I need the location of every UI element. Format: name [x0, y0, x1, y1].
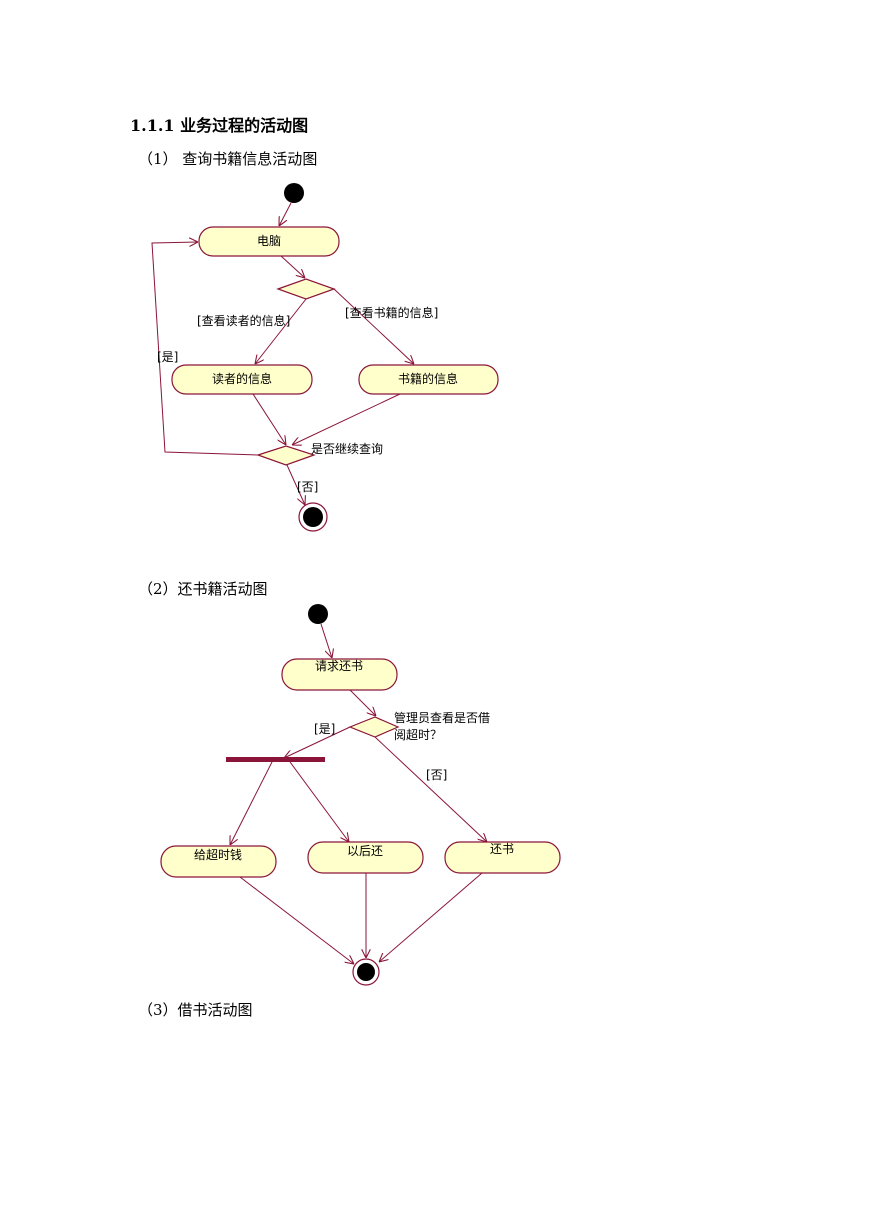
- flow-book-to-continue: [292, 393, 401, 445]
- decision-overdue-label-2: 阅超时？: [394, 727, 442, 742]
- flow-computer-to-decision: [280, 255, 305, 278]
- activity-return-book: [444, 841, 561, 874]
- guard-no: [否]: [426, 768, 447, 782]
- activity-computer: [198, 226, 340, 257]
- decision-overdue-label-1: 管理员查看是否借: [394, 710, 490, 725]
- activity-label: 书籍的信息: [398, 371, 458, 386]
- flow-no-to-end: [286, 464, 305, 505]
- guard-view-book: [查看书籍的信息]: [345, 305, 438, 320]
- activity-request-return: [281, 658, 398, 691]
- activity-book-info: [358, 364, 499, 395]
- guard-yes: [是]: [314, 722, 335, 736]
- flow-return-to-end: [379, 872, 483, 962]
- caption-query-books: （1） 查询书籍信息活动图: [138, 150, 318, 168]
- initial-node: [284, 183, 304, 203]
- decision-continue: [256, 445, 316, 466]
- flow-yes-to-fork: [284, 726, 351, 758]
- final-node-core: [357, 963, 375, 981]
- decision-node: [276, 278, 336, 300]
- guard-no: [否]: [297, 480, 318, 494]
- diagram-query-books: 电脑 [查看读者的信息] [查看书籍的信息] 读者的信息 书籍的信息 是否继续查…: [151, 183, 499, 532]
- activity-label: 请求还书: [315, 659, 363, 673]
- flow-start-to-computer: [279, 202, 292, 226]
- caption-return-books: （2）还书籍活动图: [138, 580, 268, 598]
- activity-pay-overdue: [160, 845, 277, 878]
- fork-bar: [226, 757, 325, 762]
- initial-node: [308, 604, 328, 624]
- final-node-core: [303, 507, 323, 527]
- activity-label: 以后还: [347, 844, 383, 858]
- flow-no-to-return: [374, 736, 487, 842]
- diagram-return-books: 请求还书 管理员查看是否借 阅超时？ [是] [否] 给超时钱 以后还 还书: [160, 604, 561, 986]
- flow-pay-to-end: [239, 876, 354, 964]
- activity-label: 给超时钱: [194, 847, 242, 862]
- activity-reader-info: [171, 364, 313, 395]
- flow-start-to-request: [320, 623, 332, 658]
- flow-fork-to-pay: [230, 761, 273, 845]
- flow-request-to-decision: [349, 689, 376, 716]
- activity-label: 电脑: [257, 234, 281, 248]
- guard-view-reader: [查看读者的信息]: [197, 313, 290, 328]
- decision-overdue: [348, 716, 400, 738]
- flow-to-book-info: [333, 288, 414, 364]
- caption-borrow-books: （3）借书活动图: [138, 1001, 253, 1019]
- flow-fork-to-later: [289, 761, 349, 842]
- flow-loop-yes: [151, 242, 259, 456]
- flow-to-reader-info: [255, 298, 307, 364]
- decision-continue-label: 是否继续查询: [311, 442, 383, 456]
- section-heading: 1.1.1 业务过程的活动图: [130, 116, 309, 135]
- activity-label: 还书: [490, 842, 514, 856]
- flow-reader-to-continue: [252, 393, 286, 445]
- activity-label: 读者的信息: [212, 371, 272, 386]
- guard-yes: [是]: [157, 350, 178, 364]
